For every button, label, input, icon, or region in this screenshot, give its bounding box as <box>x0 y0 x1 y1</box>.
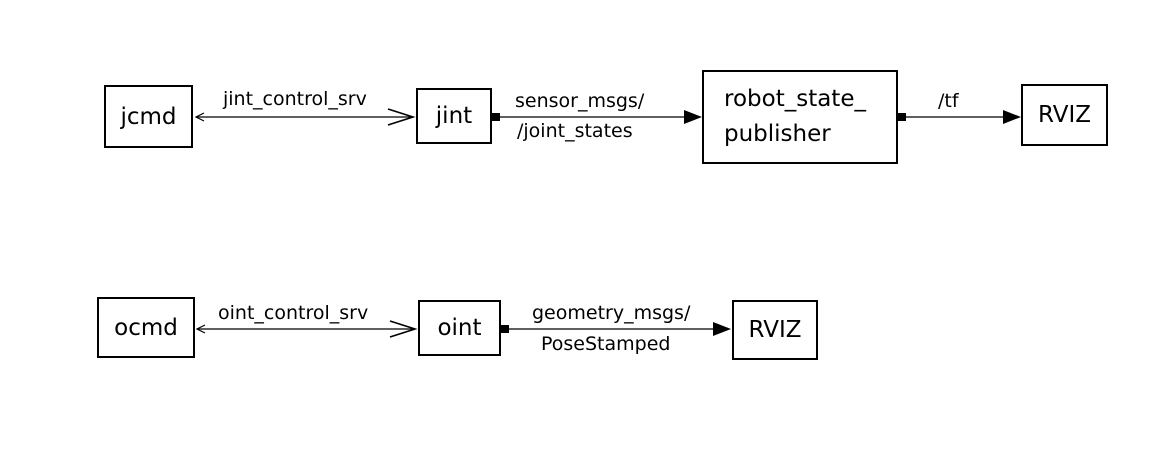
node-rsp-label-line2: publisher <box>724 121 831 147</box>
node-jint: jint <box>416 88 492 144</box>
label-oint-control-srv: oint_control_srv <box>218 302 369 324</box>
node-jint-label: jint <box>435 103 473 129</box>
node-ocmd-label: ocmd <box>114 314 178 341</box>
node-jcmd: jcmd <box>104 85 193 148</box>
label-tf: /tf <box>938 90 959 112</box>
label-sensor-msgs-line1: sensor_msgs/ <box>515 90 645 112</box>
edge-oint-control-srv <box>195 320 418 338</box>
label-jint-control-srv: jint_control_srv <box>223 88 367 110</box>
label-sensor-msgs-line2: /joint_states <box>517 120 633 142</box>
edge-sensor-msgs <box>492 110 702 124</box>
node-rviz-bottom-label: RVIZ <box>748 317 802 343</box>
label-geometry-msgs-line2: PoseStamped <box>541 333 671 355</box>
node-oint-label: oint <box>437 315 482 341</box>
node-robot-state-publisher: robot_state_ publisher <box>702 70 898 164</box>
edge-tf <box>898 110 1021 124</box>
edge-jint-control-srv <box>194 108 416 126</box>
node-rviz-top: RVIZ <box>1021 84 1108 146</box>
node-jcmd-label: jcmd <box>120 103 177 130</box>
node-ocmd: ocmd <box>97 297 195 358</box>
node-rviz-bottom: RVIZ <box>732 300 818 360</box>
node-rsp-label-line1: robot_state_ <box>724 86 866 112</box>
node-rviz-top-label: RVIZ <box>1038 102 1091 128</box>
edge-geometry-msgs <box>501 322 731 336</box>
label-geometry-msgs-line1: geometry_msgs/ <box>532 302 691 324</box>
node-oint: oint <box>418 300 501 356</box>
